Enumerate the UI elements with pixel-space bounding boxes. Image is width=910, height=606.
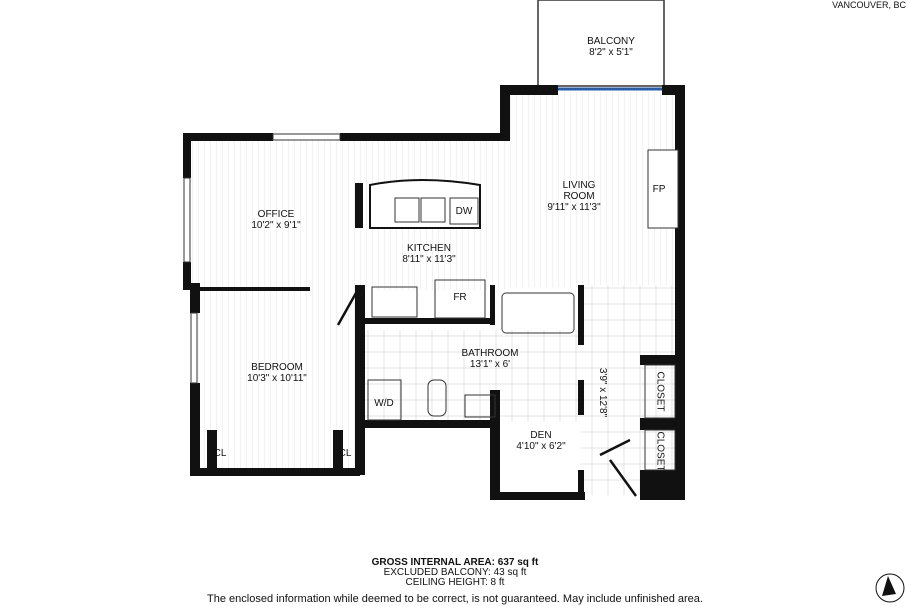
disclaimer: The enclosed information while deemed to… xyxy=(207,593,703,605)
fridge-label: FR xyxy=(453,292,467,303)
location-label: VANCOUVER, BC xyxy=(832,0,906,10)
dishwasher-label: DW xyxy=(455,206,473,217)
walls xyxy=(183,85,685,500)
balcony xyxy=(537,0,665,87)
fireplace-label: FP xyxy=(652,184,666,195)
excluded-balcony: EXCLUDED BALCONY: 43 sq ft xyxy=(383,567,527,578)
hall-size: 3'9" x 12'8" xyxy=(597,367,609,418)
closet-label-bedroom-left: CL xyxy=(213,448,227,459)
ceiling-height: CEILING HEIGHT: 8 ft xyxy=(405,577,505,588)
north-arrow-icon xyxy=(875,573,905,603)
closet-label-2: CLOSET xyxy=(654,431,666,472)
closet-label-bedroom-right: CL xyxy=(338,448,352,459)
washer-dryer-label: W/D xyxy=(374,398,394,409)
closet-label-1: CLOSET xyxy=(654,371,666,412)
gross-area: GROSS INTERNAL AREA: 637 sq ft xyxy=(371,557,539,568)
